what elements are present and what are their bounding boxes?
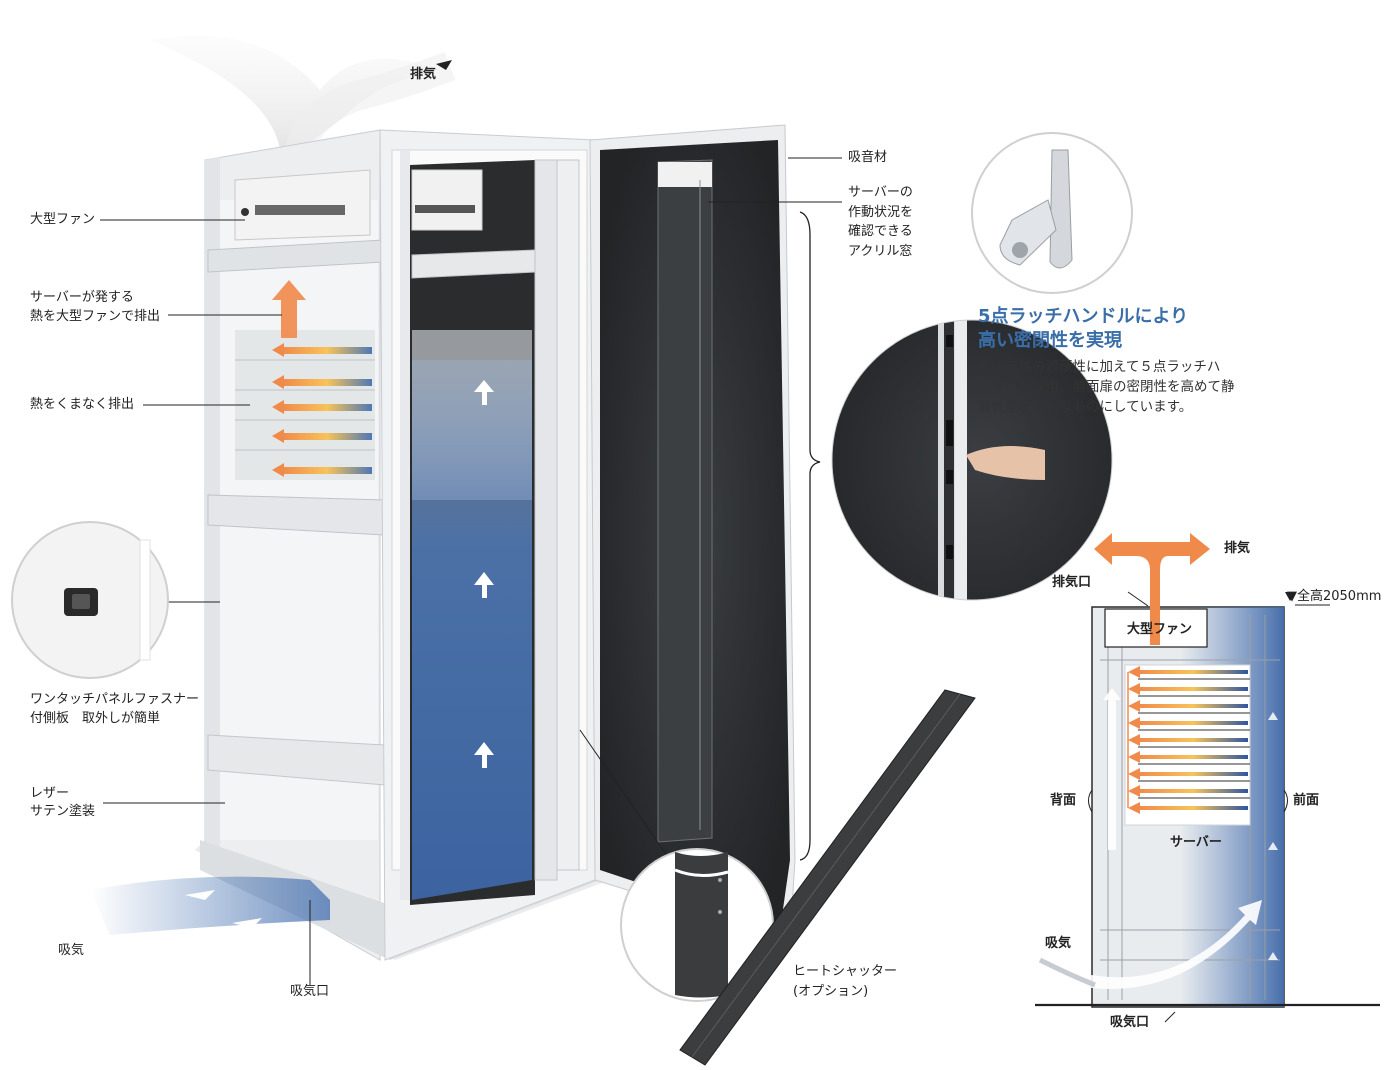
- heat-up-arrow: [272, 280, 306, 338]
- heat-shutter-label: ヒートシャッター (オプション): [793, 964, 898, 999]
- diagram-exhaust-arrow: [1094, 533, 1210, 645]
- leather-satin-label: レザー サテン塗装: [30, 786, 96, 819]
- diagram-intake-port-label: 吸気口: [1110, 1015, 1150, 1030]
- diagram-intake-label: 吸気: [1045, 936, 1072, 951]
- intake-label: 吸気: [58, 943, 85, 958]
- heat-arrows: [272, 343, 372, 477]
- airflow-diagram: [1035, 533, 1380, 1023]
- acrylic-window-label: サーバーの 作動状況を 確認できる アクリル窓: [848, 185, 914, 259]
- diagram-heat-arrows: [1127, 666, 1250, 814]
- cool-airflow-column: [412, 360, 532, 900]
- server-heat-label: サーバーが発する 熱を大型ファンで排出: [30, 290, 161, 324]
- diagram-server-label: サーバー: [1170, 835, 1222, 850]
- intake-port-label: 吸気口: [290, 984, 330, 999]
- intake-airflow: [90, 876, 330, 935]
- diagram-total-height-label: ▼全高2050mm: [1287, 589, 1382, 604]
- diagram-exhaust-label: 排気: [1224, 541, 1251, 556]
- diagram-exhaust-port-label: 排気口: [1052, 575, 1092, 590]
- feature-description: 筐体自体の遮蔽性に加えて５点ラッチハ ンドルを採用。前面扉の密閉性を高めて静 音…: [978, 359, 1235, 415]
- exhaust-smoke: [150, 35, 440, 150]
- sound-absorber-label: 吸音材: [848, 150, 888, 165]
- exhaust-evenly-label: 熱をくまなく排出: [30, 397, 135, 412]
- exhaust-top-label: 排気: [410, 67, 437, 82]
- acrylic-window: [657, 159, 713, 843]
- large-fan-label: 大型ファン: [30, 212, 96, 227]
- feature-title: 5点ラッチハンドルにより 高い密閉性を実現: [978, 306, 1189, 351]
- panel-fastener-label: ワンタッチパネルファスナー 付側板 取外しが簡単: [30, 692, 200, 726]
- diagram-front-label: 前面: [1293, 793, 1320, 808]
- diagram-large-fan-label: 大型ファン: [1127, 622, 1193, 637]
- diagram-rear-label: 背面: [1050, 793, 1077, 808]
- heat-shutter-strip: [679, 689, 976, 1066]
